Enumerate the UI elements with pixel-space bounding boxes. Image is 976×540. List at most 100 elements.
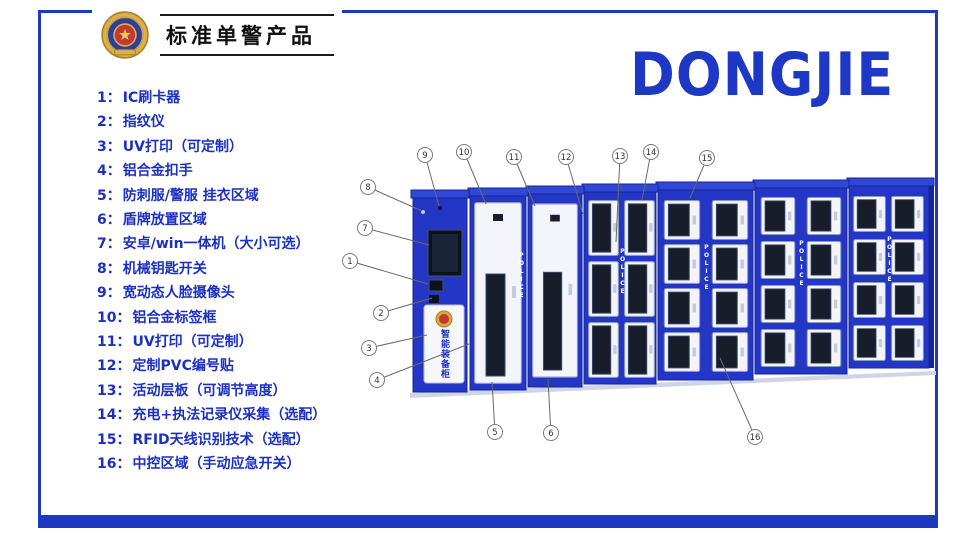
callout-15: 15	[699, 150, 715, 166]
feature-number: 5：	[97, 187, 121, 204]
callout-11: 11	[506, 149, 522, 165]
feature-label: 定制PVC编号贴	[132, 358, 234, 375]
locker-door	[532, 203, 578, 378]
feature-item: 4：铝合金扣手	[97, 159, 326, 183]
police-label: POLICE	[798, 240, 805, 288]
locker-door	[760, 241, 796, 279]
svg-text:2: 2	[378, 309, 383, 319]
feature-number: 3：	[97, 138, 121, 155]
feature-list: 1：IC刷卡器 2：指纹仪 3：UV打印（可定制） 4：铝合金扣手 5：防刺服/…	[97, 86, 326, 477]
locker-door	[663, 288, 701, 328]
feature-label: 盾牌放置区域	[122, 212, 207, 229]
dongjie-logo: DONGJIE	[630, 40, 895, 110]
callout-6: 6	[543, 425, 559, 441]
locker-door	[760, 285, 796, 323]
callout-12: 12	[558, 149, 574, 165]
svg-text:6: 6	[548, 429, 553, 439]
feature-label: 活动层板（可调节高度）	[132, 382, 287, 399]
locker-door	[474, 202, 522, 384]
svg-text:9: 9	[422, 151, 427, 161]
svg-text:1: 1	[347, 257, 352, 267]
fingerprint-reader	[429, 295, 439, 303]
locker-door	[806, 285, 842, 323]
feature-label: IC刷卡器	[122, 90, 181, 106]
cabinet-section-tall-2	[525, 185, 585, 388]
feature-item: 3：UV打印（可定制）	[97, 135, 326, 159]
locker-door	[711, 288, 749, 328]
title-block: 标准单警产品	[160, 14, 334, 56]
cabinet-shadow	[410, 371, 936, 398]
feature-label: UV打印（可定制）	[122, 138, 243, 155]
callout-13: 13	[612, 148, 628, 164]
locker-door	[891, 325, 924, 361]
locker-door	[663, 244, 701, 284]
control-cabinet	[410, 189, 470, 393]
feature-number: 4：	[97, 163, 121, 180]
locker-door	[588, 200, 619, 256]
cabinet-svg: 9 10 11 12 13 14 15 8 7 1 2 3 4 5 6 16	[342, 144, 936, 445]
feature-number: 1：	[97, 90, 121, 106]
feature-label: 指纹仪	[122, 114, 165, 131]
cabinet-section-small-grid-3	[846, 177, 935, 369]
feature-item: 14：充电+执法记录仪采集（选配）	[97, 403, 326, 427]
feature-item: 10：铝合金标签框	[97, 306, 326, 330]
feature-number: 13：	[97, 382, 131, 399]
feature-number: 10：	[97, 309, 131, 326]
feature-item: 8：机械钥匙开关	[97, 257, 326, 281]
feature-label: 铝合金标签框	[132, 309, 217, 326]
svg-text:12: 12	[561, 153, 572, 163]
feature-label: UV打印（可定制）	[132, 334, 253, 351]
feature-number: 15：	[97, 431, 131, 448]
feature-label: 防刺服/警服 挂衣区域	[122, 187, 259, 204]
locker-door	[806, 241, 842, 279]
feature-label: 宽动态人脸摄像头	[122, 285, 235, 302]
feature-number: 9：	[97, 285, 121, 302]
police-label: POLICE	[886, 236, 893, 284]
police-badge-icon	[101, 11, 149, 59]
feature-item: 16：中控区域（手动应急开关）	[97, 452, 326, 476]
callout-lines	[349, 151, 756, 438]
feature-item: 1：IC刷卡器	[97, 86, 326, 110]
svg-text:8: 8	[365, 183, 370, 193]
locker-illustration: 9 10 11 12 13 14 15 8 7 1 2 3 4 5 6 16 智…	[328, 140, 948, 470]
locker-door	[891, 239, 924, 275]
locker-door	[891, 282, 924, 318]
callout-2: 2	[373, 305, 389, 321]
cabinet-name-label: 智能装备柜	[439, 329, 449, 379]
svg-text:16: 16	[750, 433, 761, 443]
callout-14: 14	[643, 144, 659, 160]
feature-item: 5：防刺服/警服 挂衣区域	[97, 184, 326, 208]
callout-5: 5	[487, 424, 503, 440]
feature-number: 14：	[97, 407, 131, 424]
svg-text:14: 14	[646, 148, 657, 158]
locker-door	[760, 197, 796, 235]
bottom-bar	[38, 515, 938, 528]
feature-label: RFID天线识别技术（选配）	[132, 431, 310, 448]
locker-door	[624, 322, 655, 378]
locker-door	[711, 200, 749, 240]
svg-text:10: 10	[459, 148, 470, 158]
svg-text:11: 11	[509, 153, 520, 163]
locker-door	[853, 282, 886, 318]
locker-door	[853, 196, 886, 232]
feature-label: 安卓/win一体机（大小可选）	[122, 236, 310, 253]
svg-text:5: 5	[492, 428, 497, 438]
feature-item: 6：盾牌放置区域	[97, 208, 326, 232]
locker-door	[663, 332, 701, 372]
feature-label: 机械钥匙开关	[122, 260, 207, 277]
feature-number: 12：	[97, 358, 131, 375]
svg-text:4: 4	[374, 376, 379, 386]
feature-item: 15：RFID天线识别技术（选配）	[97, 428, 326, 452]
locker-door	[711, 244, 749, 284]
callout-10: 10	[456, 144, 472, 160]
police-label: POLICE	[518, 252, 525, 300]
callout-9: 9	[417, 147, 433, 163]
locker-door	[624, 200, 655, 256]
callout-8: 8	[360, 179, 376, 195]
feature-number: 6：	[97, 212, 121, 229]
cabinet-name-panel	[423, 304, 465, 384]
header: 标准单警产品	[92, 8, 342, 62]
locker-door	[806, 197, 842, 235]
svg-text:7: 7	[362, 224, 367, 234]
feature-item: 13：活动层板（可调节高度）	[97, 379, 326, 403]
